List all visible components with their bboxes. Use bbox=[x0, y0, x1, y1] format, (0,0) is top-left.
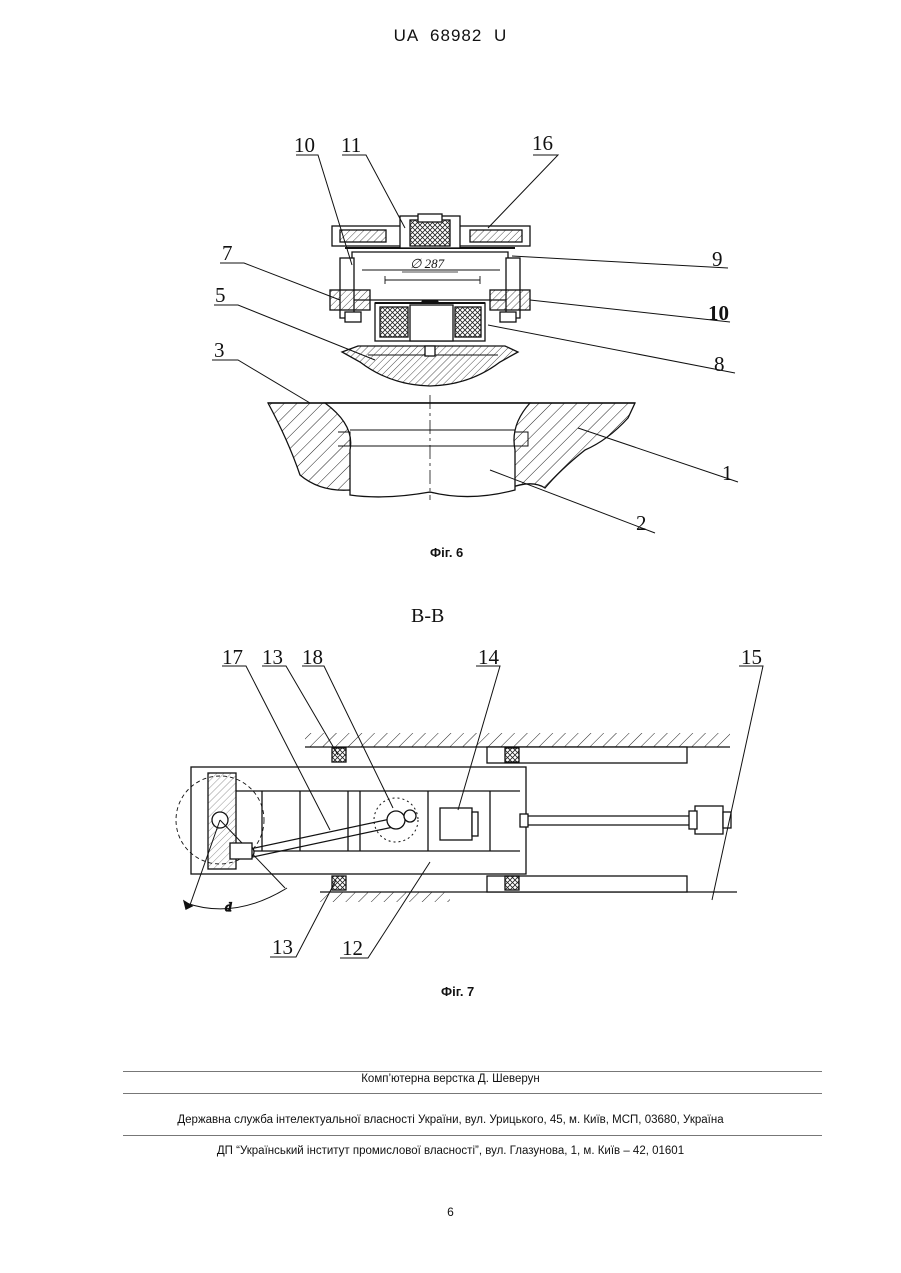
label-10-top: 10 bbox=[294, 133, 315, 157]
footer-institute: ДП “Український інститут промислової вла… bbox=[0, 1145, 901, 1157]
label-12: 12 bbox=[342, 936, 363, 960]
figure-6-caption: Фіг. 6 bbox=[430, 545, 463, 560]
label-15: 15 bbox=[741, 645, 762, 669]
footer-layout-credit: Комп’ютерна верстка Д. Шеверун bbox=[0, 1073, 901, 1085]
label-13-top: 13 bbox=[262, 645, 283, 669]
footer-rule-1 bbox=[123, 1071, 822, 1072]
label-8: 8 bbox=[714, 352, 725, 376]
cavity bbox=[325, 403, 530, 497]
footer-rule-3 bbox=[123, 1135, 822, 1136]
label-5: 5 bbox=[215, 283, 226, 307]
label-7: 7 bbox=[222, 241, 233, 265]
label-1: 1 bbox=[722, 461, 733, 485]
motor bbox=[440, 808, 472, 840]
angle-label: d bbox=[225, 899, 232, 914]
label-9: 9 bbox=[712, 247, 723, 271]
label-18: 18 bbox=[302, 645, 323, 669]
bolt-right bbox=[490, 290, 530, 310]
label-3: 3 bbox=[214, 338, 225, 362]
footer-rule-2 bbox=[123, 1093, 822, 1094]
section-label-bb: B-B bbox=[411, 605, 444, 627]
label-10-right: 10 bbox=[708, 301, 729, 325]
label-17: 17 bbox=[222, 645, 243, 669]
footer-state-service: Державна служба інтелектуальної власност… bbox=[0, 1114, 901, 1126]
actuator-15 bbox=[695, 806, 723, 834]
label-11: 11 bbox=[341, 133, 361, 157]
label-2: 2 bbox=[636, 511, 647, 535]
dimension-287: ∅ 287 bbox=[410, 256, 445, 271]
bolt-left bbox=[330, 290, 370, 310]
label-13-bottom: 13 bbox=[272, 935, 293, 959]
label-16: 16 bbox=[532, 131, 553, 155]
figure-7-drawing: d bbox=[176, 733, 737, 914]
label-14: 14 bbox=[478, 645, 500, 669]
page-number: 6 bbox=[0, 1205, 901, 1219]
figure-6-drawing bbox=[268, 214, 635, 500]
figure-7-caption: Фіг. 7 bbox=[441, 984, 474, 999]
